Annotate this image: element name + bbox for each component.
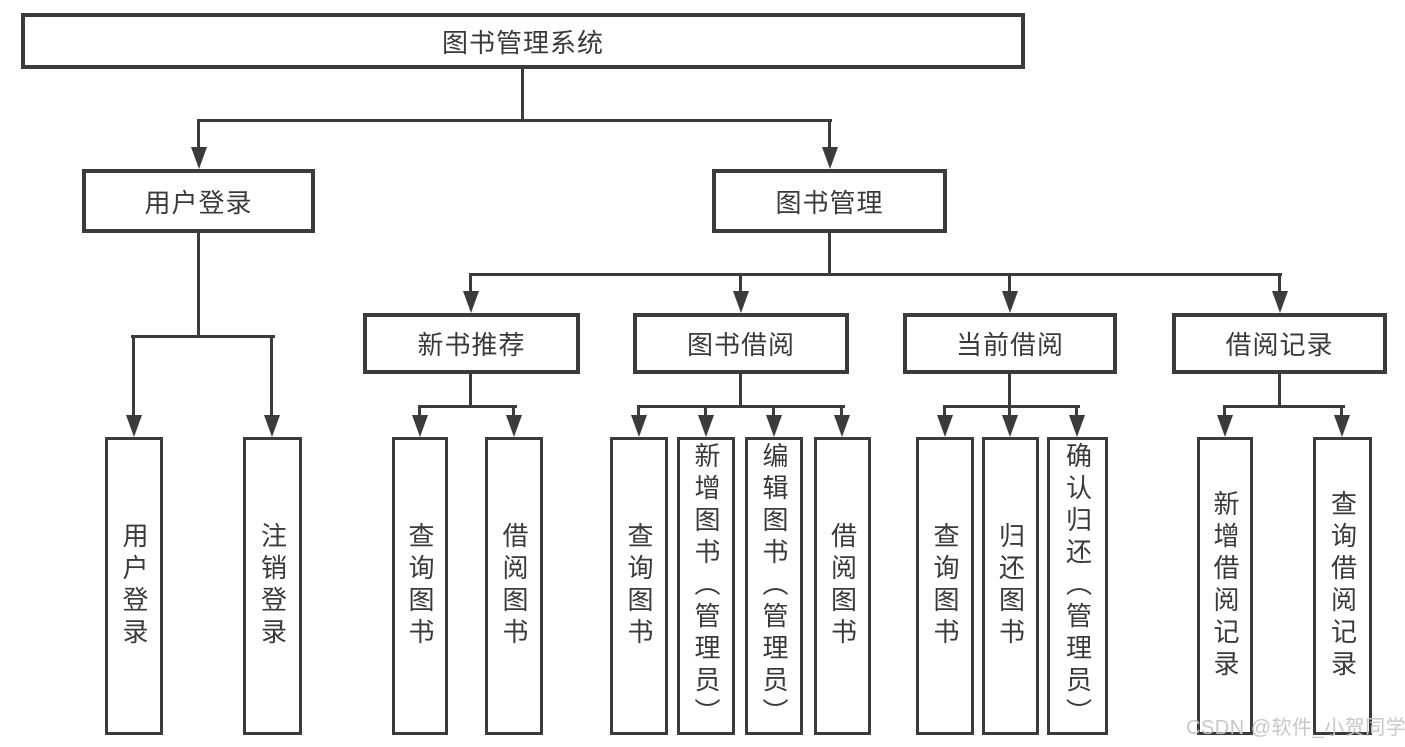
connector-vline [418,405,421,419]
node-library-system-label: 图书管理系统 [441,27,604,58]
connector-vline [772,405,775,419]
connector-vline [521,69,524,121]
arrow-down-icon [191,147,207,169]
connector-hline [131,335,275,338]
leaf-logout-label: 注销登录 [257,522,288,650]
leaf-borrowing-borrow-books: 借阅图书 [814,437,871,735]
node-borrowing-records: 借阅记录 [1172,313,1387,374]
leaf-borrowing-edit-books-admin: 编辑图书（管理员） [745,437,803,735]
leaf-user-login-label: 用户登录 [119,522,149,650]
connector-hline [418,405,517,408]
leaf-recommend-borrow-books-label: 借阅图书 [499,522,529,650]
leaf-logout: 注销登录 [243,437,302,735]
connector-vline [739,374,742,408]
arrow-down-icon [264,415,280,437]
leaf-records-add-record: 新增借阅记录 [1197,437,1253,735]
connector-hline [637,405,845,408]
leaf-user-login: 用户登录 [105,437,163,735]
node-new-book-recommend: 新书推荐 [363,313,580,374]
arrow-down-icon [631,415,647,437]
connector-vline [1075,405,1078,419]
arrow-down-icon [698,415,714,437]
node-book-borrowing: 图书借阅 [633,313,849,374]
arrow-down-icon [1002,415,1018,437]
connector-vline [197,119,200,152]
arrow-down-icon [766,415,782,437]
connector-hline [943,405,1080,408]
connector-vline [270,335,273,419]
connector-vline [1008,273,1011,295]
connector-vline [132,335,135,419]
csdn-watermark: CSDN @软件_小贺同学 [1186,717,1405,739]
arrow-down-icon [733,291,749,313]
connector-vline [1008,405,1011,419]
leaf-recommend-borrow-books: 借阅图书 [485,437,543,735]
node-book-borrowing-label: 图书借阅 [686,330,795,360]
arrow-down-icon [126,415,142,437]
leaf-recommend-query-books: 查询图书 [392,437,448,735]
connector-vline [739,273,742,295]
connector-vline [704,405,707,419]
connector-vline [840,405,843,419]
arrow-down-icon [937,415,953,437]
arrow-down-icon [1334,415,1350,437]
connector-vline [1278,273,1281,295]
leaf-recommend-query-books-label: 查询图书 [405,522,435,650]
connector-vline [512,405,515,419]
connector-vline [1340,405,1343,419]
connector-vline [828,233,831,276]
connector-hline [1223,405,1345,408]
connector-vline [1008,374,1011,408]
arrow-down-icon [412,415,428,437]
leaf-current-return-books: 归还图书 [982,437,1039,735]
leaf-borrowing-add-books-admin-label: 新增图书（管理员） [691,442,721,730]
connector-vline [469,374,472,408]
connector-hline [197,119,832,122]
node-current-borrowing-label: 当前借阅 [955,330,1064,360]
connector-vline [637,405,640,419]
leaf-records-query-record: 查询借阅记录 [1313,437,1372,735]
leaf-records-query-record-label: 查询借阅记录 [1327,490,1358,682]
leaf-borrowing-add-books-admin: 新增图书（管理员） [677,437,735,735]
arrow-down-icon [1069,415,1085,437]
leaf-current-confirm-return-admin-label: 确认归还（管理员） [1062,442,1093,730]
node-new-book-recommend-label: 新书推荐 [417,330,526,360]
leaf-current-query-books-label: 查询图书 [930,522,960,650]
leaf-current-confirm-return-admin: 确认归还（管理员） [1047,437,1108,735]
node-borrowing-records-label: 借阅记录 [1225,330,1334,360]
arrow-down-icon [506,415,522,437]
node-user-login-label: 用户登录 [144,187,253,218]
arrow-down-icon [822,147,838,169]
arrow-down-icon [834,415,850,437]
connector-vline [943,405,946,419]
connector-vline [1223,405,1226,419]
node-current-borrowing: 当前借阅 [903,313,1117,374]
arrow-down-icon [1217,415,1233,437]
node-library-system: 图书管理系统 [21,13,1025,69]
connector-vline [1278,374,1281,408]
connector-vline [197,233,200,338]
arrow-down-icon [1002,291,1018,313]
connector-hline [469,273,1282,276]
leaf-borrowing-edit-books-admin-label: 编辑图书（管理员） [759,442,789,730]
connector-vline [828,119,831,152]
node-book-management: 图书管理 [712,169,947,233]
node-book-management-label: 图书管理 [775,187,884,218]
arrow-down-icon [463,291,479,313]
node-user-login: 用户登录 [82,169,315,233]
leaf-borrowing-query-books-label: 查询图书 [624,522,654,650]
connector-vline [469,273,472,295]
leaf-current-return-books-label: 归还图书 [995,522,1026,650]
leaf-borrowing-borrow-books-label: 借阅图书 [827,522,858,650]
leaf-borrowing-query-books: 查询图书 [610,437,668,735]
arrow-down-icon [1272,291,1288,313]
leaf-records-add-record-label: 新增借阅记录 [1210,490,1240,682]
leaf-current-query-books: 查询图书 [916,437,974,735]
